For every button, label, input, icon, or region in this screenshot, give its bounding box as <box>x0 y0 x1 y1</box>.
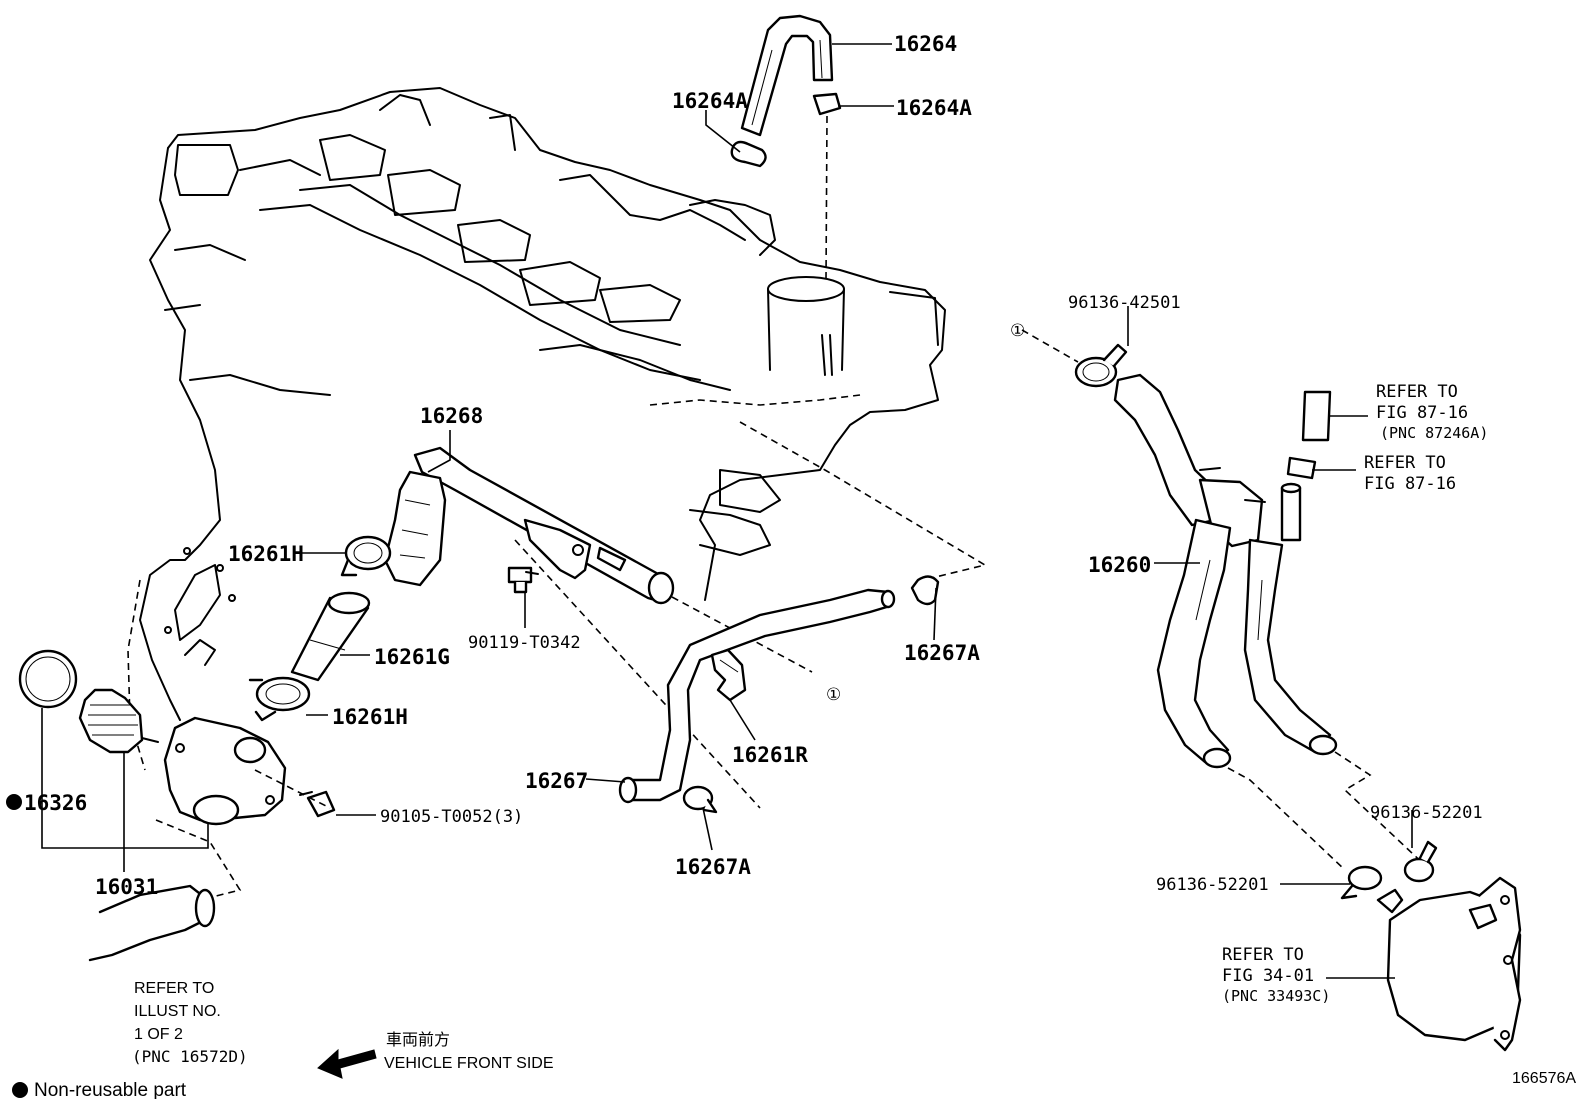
ref-fig34-line3: (PNC 33493C) <box>1222 987 1330 1005</box>
ref-illust-line2: ILLUST NO. <box>134 1003 221 1020</box>
label-16268: 16268 <box>420 404 483 428</box>
ref-fig87-a-line2: FIG 87-16 <box>1376 403 1468 423</box>
vehicle-front-arrow <box>317 1048 377 1079</box>
label-90119-T0342: 90119-T0342 <box>468 633 581 653</box>
ref-fig87-a-line1: REFER TO <box>1376 382 1458 402</box>
label-16326: 16326 <box>24 791 87 815</box>
thermostat-16031 <box>78 688 159 754</box>
clip-16261R <box>710 648 747 702</box>
bolt-90119-T0342 <box>507 566 539 594</box>
label-96136-42501: 96136-42501 <box>1068 293 1181 313</box>
non-reusable-bullet-16326 <box>6 794 22 810</box>
front-side-jp: 車両前方 <box>386 1031 450 1049</box>
label-16261H-top: 16261H <box>228 542 304 566</box>
label-16264A-left: 16264A <box>672 89 748 113</box>
clamp-16261H-top <box>340 535 392 577</box>
label-16267A-right: 16267A <box>904 641 980 665</box>
ref-illust-line1: REFER TO <box>134 980 214 997</box>
ref-fig87-a-line3: (PNC 87246A) <box>1380 424 1488 442</box>
ref-fig34-line2: FIG 34-01 <box>1222 966 1314 986</box>
oil-cooler <box>1376 876 1522 1052</box>
label-16261H-bottom: 16261H <box>332 705 408 729</box>
non-reusable-bullet-legend <box>12 1082 28 1098</box>
label-96136-52201-left: 96136-52201 <box>1156 875 1269 895</box>
ref-fig87-b-line1: REFER TO <box>1364 453 1446 473</box>
ref-illust-line4: (PNC 16572D) <box>132 1047 248 1066</box>
hose-16267 <box>618 588 896 804</box>
circle-ref-1-lower: ① <box>826 685 841 705</box>
hose-16264 <box>740 14 834 137</box>
bolt-90105-T0052 <box>299 790 336 818</box>
clamp-16264A-left <box>730 140 767 168</box>
front-side-en: VEHICLE FRONT SIDE <box>384 1055 554 1072</box>
label-16264: 16264 <box>894 32 957 56</box>
clamp-96136-42501 <box>1074 343 1128 388</box>
water-inlet-housing <box>163 716 287 826</box>
label-16261R: 16261R <box>732 743 808 767</box>
label-16260: 16260 <box>1088 553 1151 577</box>
clamp-16267A-right <box>910 575 940 606</box>
refer-fig-87-16-pipe <box>1286 390 1332 480</box>
label-16261G: 16261G <box>374 645 450 669</box>
ref-illust-line3: 1 OF 2 <box>134 1026 183 1043</box>
label-96136-52201-right: 96136-52201 <box>1370 803 1483 823</box>
label-16267A-bottom: 16267A <box>675 855 751 879</box>
clamp-16267A-bottom <box>682 785 718 814</box>
label-16264A-right: 16264A <box>896 96 972 120</box>
clamp-96136-52201-left <box>1340 865 1383 900</box>
ref-fig34-line1: REFER TO <box>1222 945 1304 965</box>
leader-lines <box>41 43 1413 979</box>
label-16031: 16031 <box>95 875 158 899</box>
clamp-96136-52201-right <box>1403 840 1438 883</box>
diagram-id: 166576A <box>1512 1070 1576 1087</box>
legend-non-reusable: Non-reusable part <box>34 1080 187 1099</box>
label-90105-T0052: 90105-T0052(3) <box>380 807 523 827</box>
clamp-16261H-bottom <box>248 676 311 722</box>
gasket-16326 <box>18 649 78 709</box>
hose-16261G <box>290 591 371 682</box>
lower-radiator-hose <box>88 884 216 962</box>
pipe-16268 <box>383 446 675 605</box>
hose-assy-16260 <box>1113 373 1338 769</box>
circle-ref-1-upper: ① <box>1010 321 1025 341</box>
engine-block-outline <box>127 87 988 771</box>
clamp-16264A-right <box>812 92 842 116</box>
label-16267: 16267 <box>525 769 588 793</box>
ref-fig87-b-line2: FIG 87-16 <box>1364 474 1456 494</box>
